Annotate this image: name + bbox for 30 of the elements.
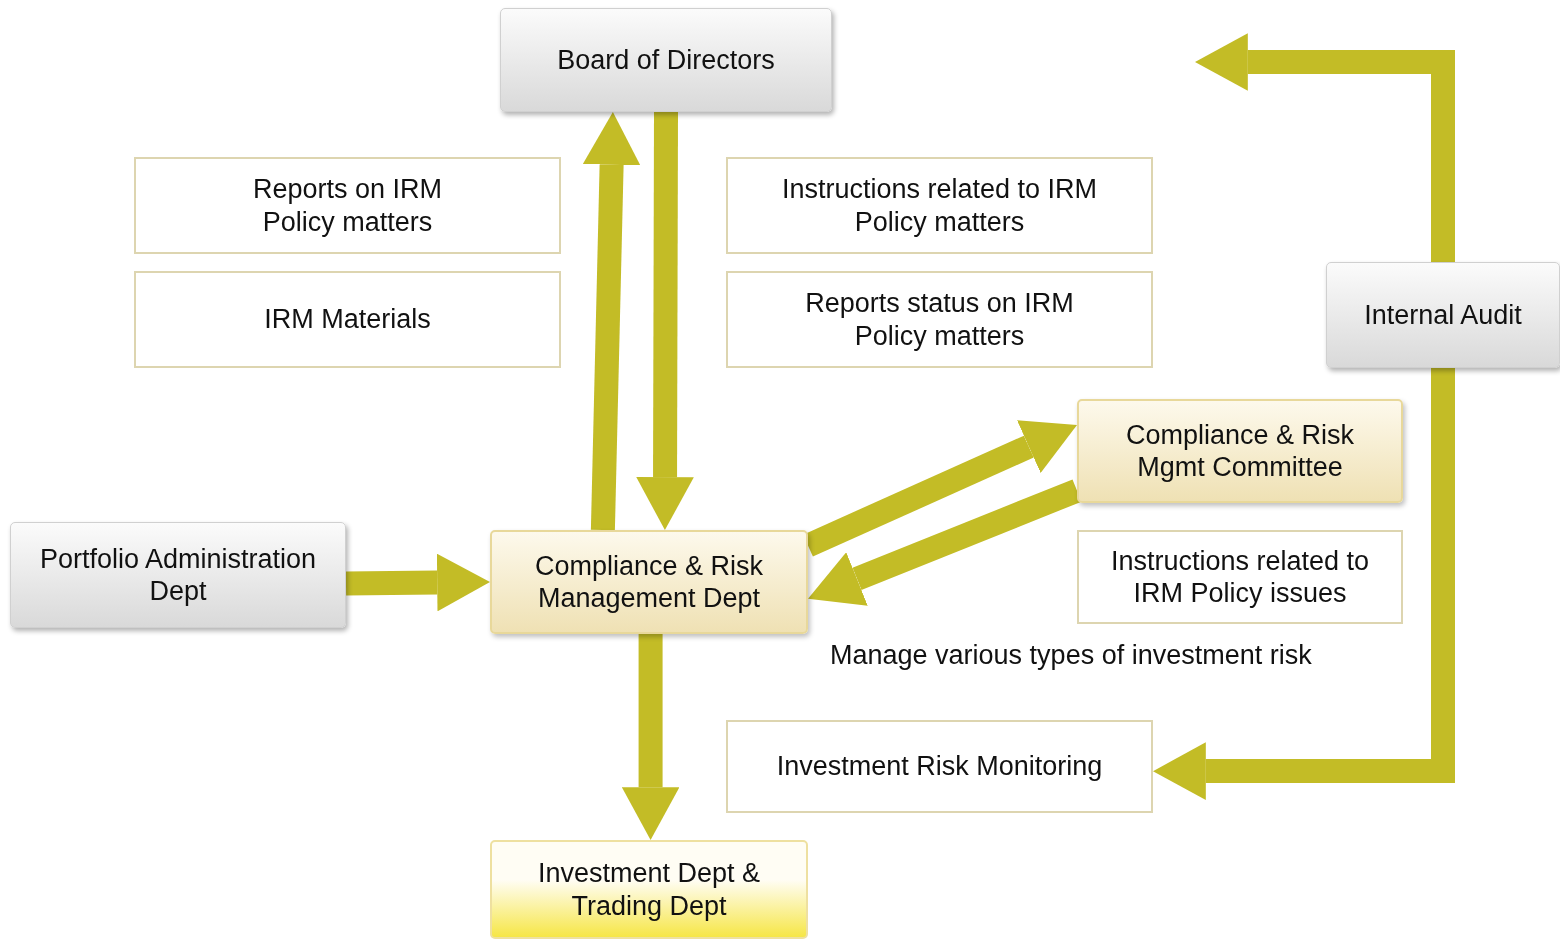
process-box	[10, 522, 346, 628]
arrow	[1195, 33, 1455, 262]
node-label: Instructions related to IRM Policy matters	[780, 173, 1099, 238]
note-box	[1077, 530, 1403, 624]
department-box	[490, 530, 808, 634]
arrow	[636, 111, 694, 530]
arrow	[582, 112, 641, 531]
process-box	[500, 8, 832, 112]
process-box	[1326, 262, 1560, 368]
arrow	[621, 634, 680, 840]
node-label: Instructions related to IRM Policy issues	[1109, 544, 1371, 610]
note-box	[726, 157, 1153, 254]
note-text: Manage various types of investment risk	[830, 640, 1312, 671]
department-box	[1077, 399, 1403, 503]
node-label: IRM Materials	[264, 303, 431, 336]
node-label: Portfolio Administration Dept	[38, 542, 318, 608]
node-label: Compliance & Risk Mgmt Committee	[1124, 418, 1356, 484]
node-label: Investment Risk Monitoring	[776, 750, 1103, 783]
node-label: Reports status on IRM Policy matters	[804, 287, 1075, 352]
department-box	[490, 840, 808, 939]
note-box	[726, 720, 1153, 813]
node-label: Investment Dept & Trading Dept	[536, 857, 762, 922]
note-box	[726, 271, 1153, 368]
node-label: Reports on IRM Policy matters	[251, 173, 444, 238]
node-label: Internal Audit	[1364, 298, 1522, 332]
arrow	[345, 553, 490, 612]
note-box	[134, 271, 561, 368]
node-label: Board of Directors	[557, 43, 775, 77]
node-label: Compliance & Risk Management Dept	[533, 549, 765, 615]
note-box	[134, 157, 561, 254]
